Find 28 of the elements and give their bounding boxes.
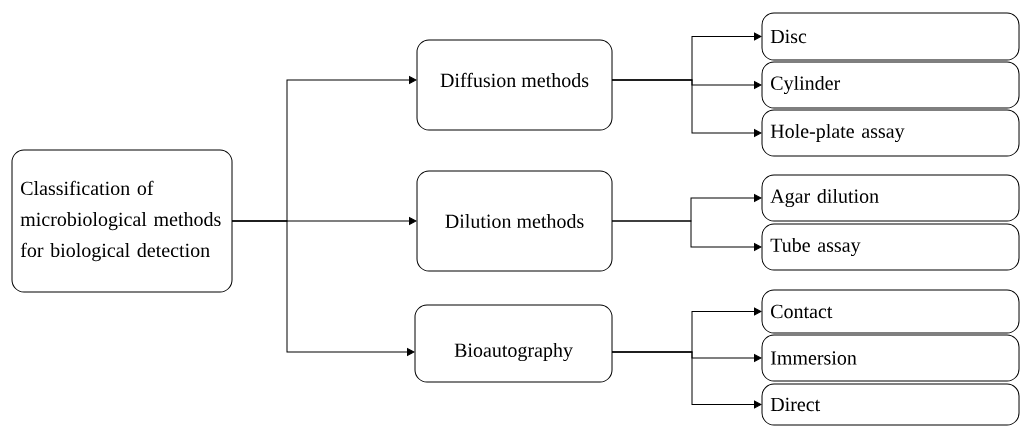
box-text: Tube assay <box>770 237 861 257</box>
box-text: Immersion <box>770 351 857 365</box>
arrow <box>611 220 762 251</box>
box-text: Agar dilution <box>770 188 879 208</box>
box-text: Bioautography <box>454 342 573 362</box>
category-box <box>414 304 613 383</box>
box-text: Cylinder <box>771 75 841 95</box>
root-box <box>11 149 233 293</box>
box-text: Dilution methods <box>445 213 584 229</box>
category-box <box>416 170 613 272</box>
method-box <box>761 289 1020 334</box>
method-box <box>761 223 1020 271</box>
method-box <box>761 334 1020 382</box>
box-text: Hole-plate assay <box>770 123 905 143</box>
method-box <box>761 61 1020 109</box>
method-box <box>761 383 1020 426</box>
method-box <box>761 174 1020 222</box>
method-box <box>761 12 1020 61</box>
box-text: Disc <box>770 29 807 44</box>
method-box <box>761 109 1020 157</box>
arrow <box>231 220 415 356</box>
box-text: Contact <box>771 304 833 319</box>
box-text: Classification of microbiological methods for biological detection <box>20 180 221 262</box>
arrow <box>611 79 762 137</box>
box-text: Diffusion methods <box>440 72 589 88</box>
arrow <box>611 351 762 409</box>
box-text: Direct <box>770 397 821 412</box>
category-box <box>416 39 613 131</box>
